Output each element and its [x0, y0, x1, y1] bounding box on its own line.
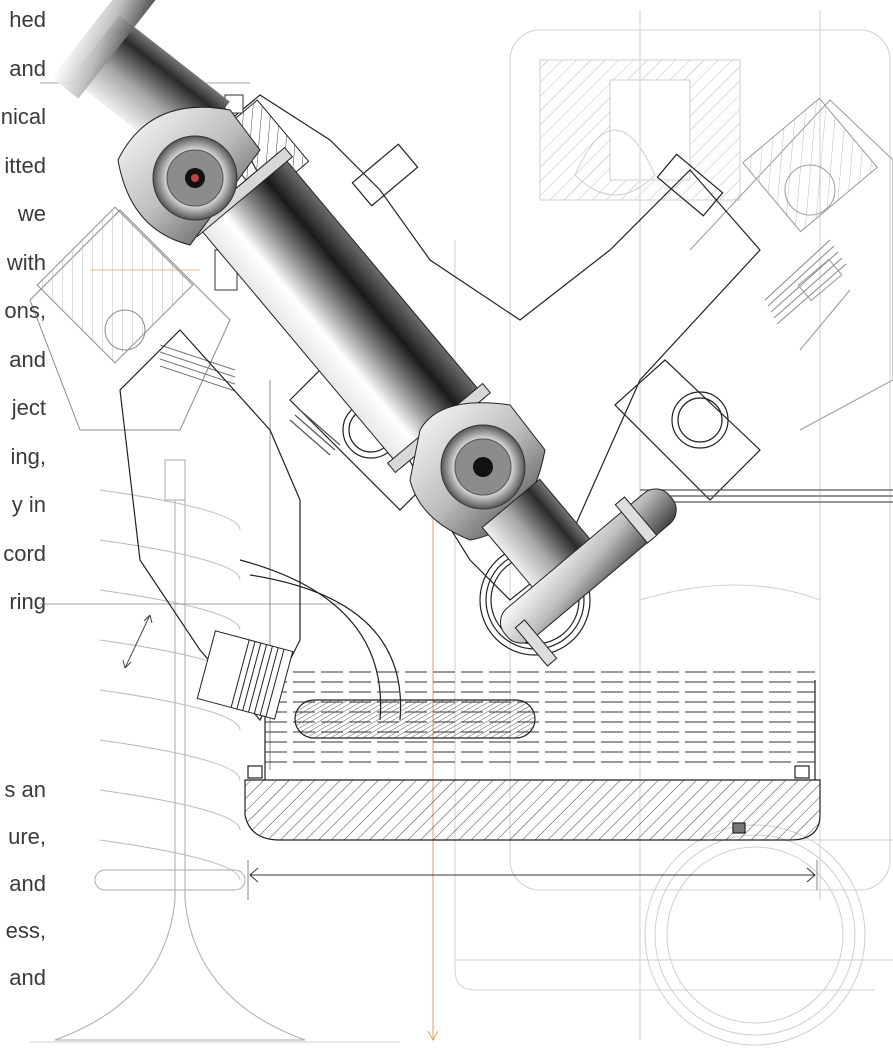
paragraph-line: and	[9, 55, 46, 81]
drive-shaft	[51, 0, 677, 667]
bottom-dimension-arrow	[247, 860, 818, 900]
paragraph-line: nical	[0, 104, 46, 129]
paragraph-line: cord	[3, 540, 46, 566]
paragraph-line: ess,	[5, 918, 46, 943]
paragraph-line: and	[9, 346, 46, 372]
valve-and-spring	[54, 459, 306, 1041]
background-blueprint	[454, 10, 893, 1046]
left-cylinder-head	[29, 206, 236, 431]
paragraph-line: ject	[11, 395, 46, 420]
paragraph-line: ing,	[10, 443, 46, 469]
paragraph-line: s an	[4, 777, 46, 802]
oil-filter	[196, 630, 294, 720]
paragraph-line: ure,	[8, 824, 46, 849]
paragraph-line: hed	[9, 7, 46, 32]
paragraph-line: with	[6, 249, 46, 275]
oil-pan	[239, 559, 821, 841]
paragraph-line: ring	[9, 589, 46, 614]
paragraph-line: we	[17, 201, 46, 226]
paragraph-line: and	[9, 965, 46, 990]
paragraph-line: ons,	[4, 298, 46, 323]
paragraph-line: y in	[11, 492, 46, 517]
paragraph-line: itted	[4, 152, 46, 178]
paragraph-line: and	[9, 871, 46, 896]
dimension-arrow-left	[122, 614, 153, 669]
right-cylinder-head	[689, 97, 893, 431]
